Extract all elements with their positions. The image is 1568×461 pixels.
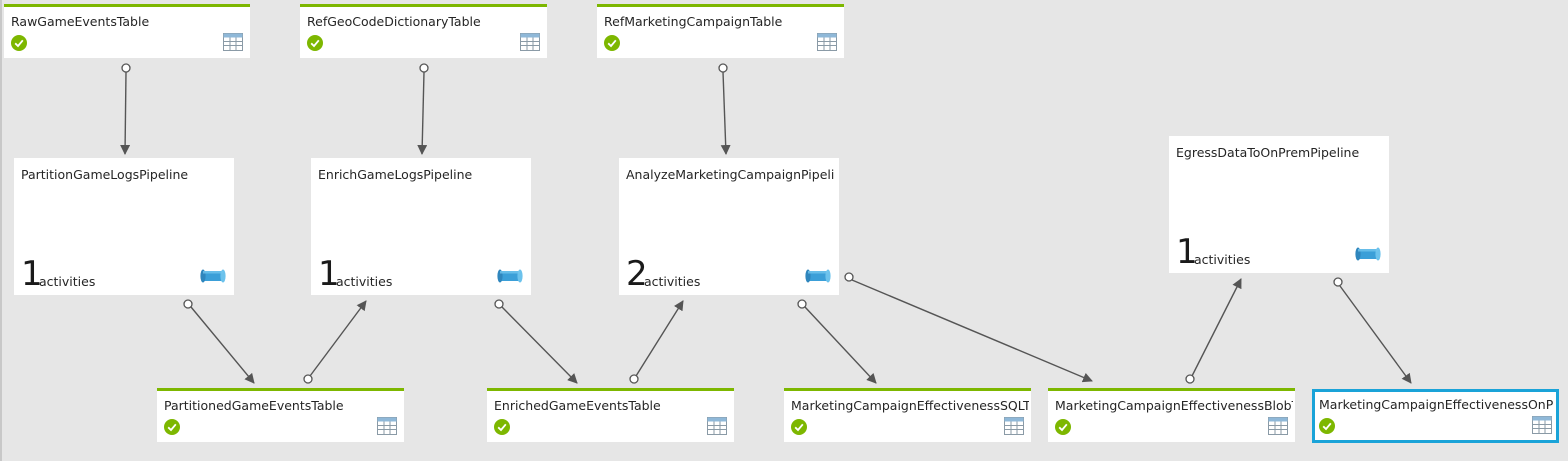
pipeline-icon: [200, 269, 226, 283]
dataset-title: MarketingCampaignEffectivenessOnPremTabl…: [1319, 397, 1554, 412]
activity-count: 2: [626, 254, 648, 294]
dataset-raw-game-events[interactable]: RawGameEventsTable: [4, 4, 250, 58]
pipeline-title: EnrichGameLogsPipeline: [318, 167, 473, 182]
edge-raw-to-partition: [120, 71, 131, 155]
activity-count: 1: [318, 254, 340, 294]
dataset-marketing-campaign-effectiveness-sql[interactable]: MarketingCampaignEffectivenessSQLTable: [784, 388, 1031, 442]
edge-analyze-to-blob: [851, 279, 1093, 383]
dataset-title: MarketingCampaignEffectivenessBlobTable: [1055, 398, 1293, 413]
pipeline-title: EgressDataToOnPremPipeline: [1176, 145, 1360, 160]
table-icon: [1004, 417, 1024, 435]
connector-port: [629, 374, 639, 384]
dataset-ref-marketing-campaign[interactable]: RefMarketingCampaignTable: [597, 4, 844, 58]
connector-port: [797, 299, 807, 309]
connector-port: [718, 63, 728, 73]
activity-label: activities: [644, 274, 701, 289]
check-icon: [164, 419, 180, 435]
dataset-title: RawGameEventsTable: [11, 14, 150, 29]
pipeline-egress-data-to-onprem[interactable]: EgressDataToOnPremPipeline 1 activities: [1169, 136, 1389, 273]
check-icon: [791, 419, 807, 435]
dataset-partitioned-game-events[interactable]: PartitionedGameEventsTable: [157, 388, 404, 442]
activity-count: 1: [21, 254, 43, 294]
pipeline-analyze-marketing-campaign[interactable]: AnalyzeMarketingCampaignPipeli... 2 acti…: [619, 158, 839, 295]
table-icon: [223, 33, 243, 51]
connector-port: [183, 299, 193, 309]
activity-count: 1: [1176, 232, 1198, 272]
canvas-left-border: [0, 0, 2, 461]
pipeline-title: PartitionGameLogsPipeline: [21, 167, 189, 182]
pipeline-enrich-game-logs[interactable]: EnrichGameLogsPipeline 1 activities: [311, 158, 531, 295]
connector-port: [121, 63, 131, 73]
pipeline-icon: [805, 269, 831, 283]
edge-blob-to-egress: [1191, 278, 1242, 377]
table-icon: [817, 33, 837, 51]
activity-label: activities: [39, 274, 96, 289]
dataset-title: RefGeoCodeDictionaryTable: [307, 14, 481, 29]
table-icon: [1532, 416, 1552, 434]
pipeline-icon: [1355, 247, 1381, 261]
edge-campaign-to-analyze: [720, 71, 731, 155]
connector-port: [494, 299, 504, 309]
dataset-title: EnrichedGameEventsTable: [494, 398, 661, 413]
edge-geo-to-enrich: [417, 71, 428, 155]
table-icon: [520, 33, 540, 51]
edge-enrich-to-enriched: [501, 306, 578, 384]
check-icon: [11, 35, 27, 51]
dataset-title: RefMarketingCampaignTable: [604, 14, 783, 29]
edge-enriched-to-analyze: [635, 300, 684, 377]
check-icon: [494, 419, 510, 435]
connector-port: [303, 374, 313, 384]
dataset-title: PartitionedGameEventsTable: [164, 398, 344, 413]
table-icon: [1268, 417, 1288, 435]
connector-port: [419, 63, 429, 73]
check-icon: [604, 35, 620, 51]
dataset-marketing-campaign-effectiveness-onprem[interactable]: MarketingCampaignEffectivenessOnPremTabl…: [1312, 389, 1559, 443]
activity-label: activities: [336, 274, 393, 289]
pipeline-icon: [497, 269, 523, 283]
dataset-marketing-campaign-effectiveness-blob[interactable]: MarketingCampaignEffectivenessBlobTable: [1048, 388, 1295, 442]
dataset-ref-geo-code-dictionary[interactable]: RefGeoCodeDictionaryTable: [300, 4, 547, 58]
activity-label: activities: [1194, 252, 1251, 267]
edge-egress-to-onprem: [1339, 285, 1412, 384]
connector-port: [844, 272, 854, 282]
edge-partitioned-to-enrich: [309, 300, 367, 377]
edge-analyze-to-sql: [804, 306, 877, 384]
table-icon: [377, 417, 397, 435]
dataset-enriched-game-events[interactable]: EnrichedGameEventsTable: [487, 388, 734, 442]
edge-partition-to-partitioned: [190, 306, 255, 384]
check-icon: [307, 35, 323, 51]
pipeline-title: AnalyzeMarketingCampaignPipeli...: [626, 167, 835, 182]
dataset-title: MarketingCampaignEffectivenessSQLTable: [791, 398, 1029, 413]
check-icon: [1319, 418, 1335, 434]
connector-port: [1333, 277, 1343, 287]
pipeline-partition-game-logs[interactable]: PartitionGameLogsPipeline 1 activities: [14, 158, 234, 295]
check-icon: [1055, 419, 1071, 435]
table-icon: [707, 417, 727, 435]
connector-port: [1185, 374, 1195, 384]
